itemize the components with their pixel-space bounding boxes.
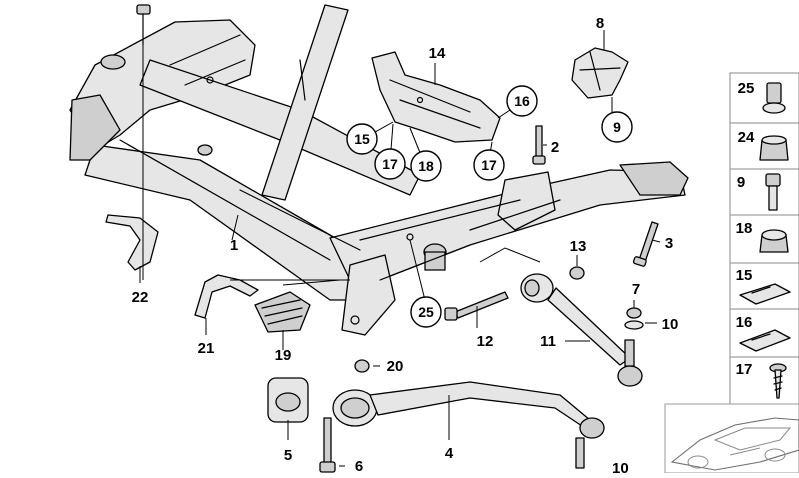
vehicle-thumbnail: [664, 403, 799, 474]
bolt-2: [532, 125, 546, 165]
callout-18: 18: [418, 158, 434, 174]
bolt-6: [319, 417, 336, 473]
bolt-12: [444, 291, 509, 321]
callout-17-left: 17: [382, 156, 398, 172]
legend-17: 17: [736, 361, 753, 378]
legend-16: 16: [736, 314, 753, 331]
callout-13: 13: [570, 238, 587, 255]
callout-20: 20: [387, 358, 404, 375]
clip-nut-16-icon: [739, 329, 791, 352]
callout-21: 21: [198, 340, 215, 357]
bracket-21: [194, 274, 259, 319]
callout-25: 25: [418, 304, 434, 320]
hardware-legend: 25 24 9 18 15 16 17: [729, 72, 799, 406]
callout-15: 15: [354, 131, 370, 147]
callout-17-right: 17: [481, 157, 497, 173]
callout-3: 3: [665, 235, 673, 252]
bracket-8: [571, 47, 629, 99]
callout-9: 9: [613, 119, 621, 135]
nut-7-10: [624, 307, 644, 330]
heat-shield: [371, 51, 501, 143]
callout-22: 22: [132, 289, 149, 306]
mount-19: [254, 291, 311, 333]
nut-20: [354, 359, 370, 373]
callout-8: 8: [596, 15, 604, 32]
nut-13: [569, 266, 585, 280]
legend-9: 9: [737, 174, 745, 191]
callout-labels: 1 2 3 4 5 6 7 8 10 11 12 13 14 19 20 21 …: [132, 15, 679, 477]
legend-25: 25: [738, 80, 755, 97]
callout-16: 16: [514, 93, 530, 109]
callout-10: 10: [662, 316, 679, 333]
callout-7: 7: [632, 281, 640, 298]
legend-18: 18: [736, 220, 753, 237]
bushing-5: [267, 377, 309, 423]
bracket-22: [105, 214, 159, 271]
circled-callouts: 9 15 16 17 17 18 25: [346, 85, 633, 328]
callout-6: 6: [355, 458, 363, 473]
callout-cut-off: 10: [612, 460, 629, 473]
control-arm-11: [520, 273, 643, 387]
callout-12: 12: [477, 333, 494, 350]
callout-1: 1: [230, 237, 238, 254]
wishbone-4: [332, 381, 605, 469]
callout-11: 11: [540, 333, 556, 350]
hex-bolt-icon: [765, 173, 781, 187]
callout-5: 5: [284, 447, 292, 464]
front-subframe: [69, 4, 689, 336]
expanding-nut-icon: [766, 82, 782, 104]
legend-15: 15: [736, 267, 753, 284]
callout-2: 2: [551, 139, 559, 156]
clip-nut-15-icon: [739, 283, 791, 305]
callout-4: 4: [445, 445, 454, 462]
callout-19: 19: [275, 347, 292, 364]
callout-14: 14: [429, 45, 446, 62]
top-bolt: [136, 4, 151, 46]
bolt-3: [632, 221, 659, 267]
legend-24: 24: [738, 129, 755, 146]
